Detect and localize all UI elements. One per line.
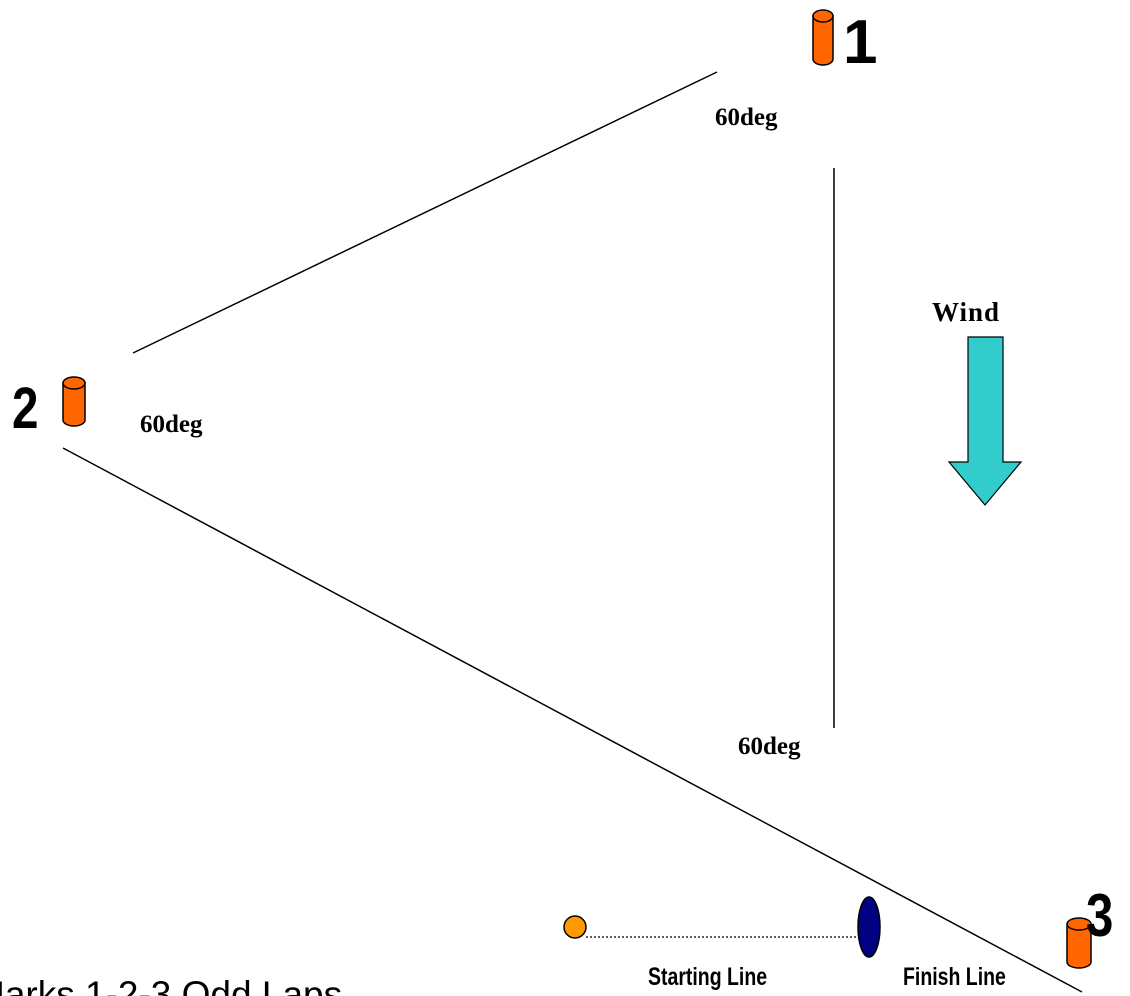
leg-mark1-to-mark2 [132, 71, 718, 354]
leg-mark2-to-mark3 [62, 447, 1083, 993]
angle-label-mark-3: 60deg [738, 733, 801, 760]
wind-arrow-icon [947, 336, 1023, 506]
finish-buoy-icon [857, 896, 881, 958]
start-buoy-icon [563, 915, 587, 939]
buoy-mark-3-icon [1066, 917, 1092, 969]
angle-label-mark-1: 60deg [715, 104, 778, 131]
buoy-mark-2-icon [62, 376, 86, 427]
course-caption: Marks 1-2-3 Odd Laps [0, 974, 342, 996]
wind-label: Wind [932, 297, 1000, 327]
mark-2-label: 2 [12, 377, 38, 442]
starting-line-label: Starting Line [648, 963, 767, 991]
mark-1-label: 1 [843, 8, 877, 77]
finish-line-label: Finish Line [903, 963, 1006, 991]
angle-label-mark-2: 60deg [140, 411, 203, 438]
buoy-mark-1-icon [812, 9, 834, 66]
mark-3-label: 3 [1086, 881, 1113, 949]
